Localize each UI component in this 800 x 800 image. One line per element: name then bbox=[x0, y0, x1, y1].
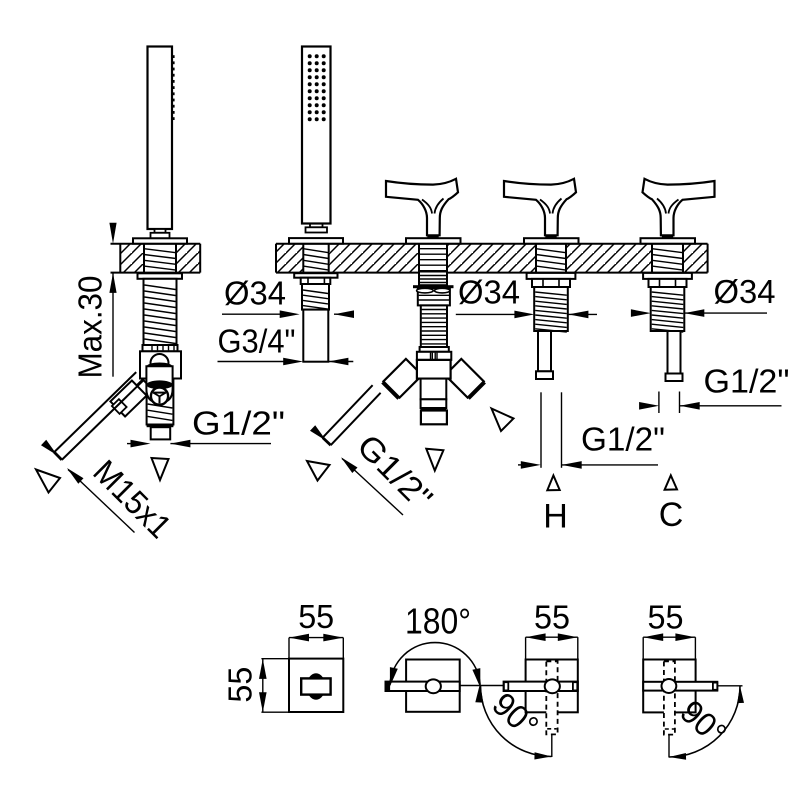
svg-text:Ø34: Ø34 bbox=[458, 274, 520, 311]
svg-text:55: 55 bbox=[648, 599, 684, 636]
svg-text:G3/4": G3/4" bbox=[218, 323, 296, 360]
svg-text:G1/2": G1/2" bbox=[192, 405, 285, 442]
svg-text:G1/2": G1/2" bbox=[704, 363, 790, 400]
svg-text:Ø34: Ø34 bbox=[224, 275, 286, 312]
svg-text:C: C bbox=[659, 496, 684, 534]
svg-text:55: 55 bbox=[534, 599, 570, 636]
svg-text:G1/2": G1/2" bbox=[581, 421, 665, 458]
svg-text:55: 55 bbox=[222, 667, 259, 703]
svg-text:180°: 180° bbox=[405, 601, 471, 642]
svg-text:Max.30: Max.30 bbox=[72, 276, 109, 379]
svg-text:H: H bbox=[543, 498, 568, 536]
svg-text:55: 55 bbox=[298, 598, 334, 635]
svg-text:Ø34: Ø34 bbox=[714, 273, 776, 310]
